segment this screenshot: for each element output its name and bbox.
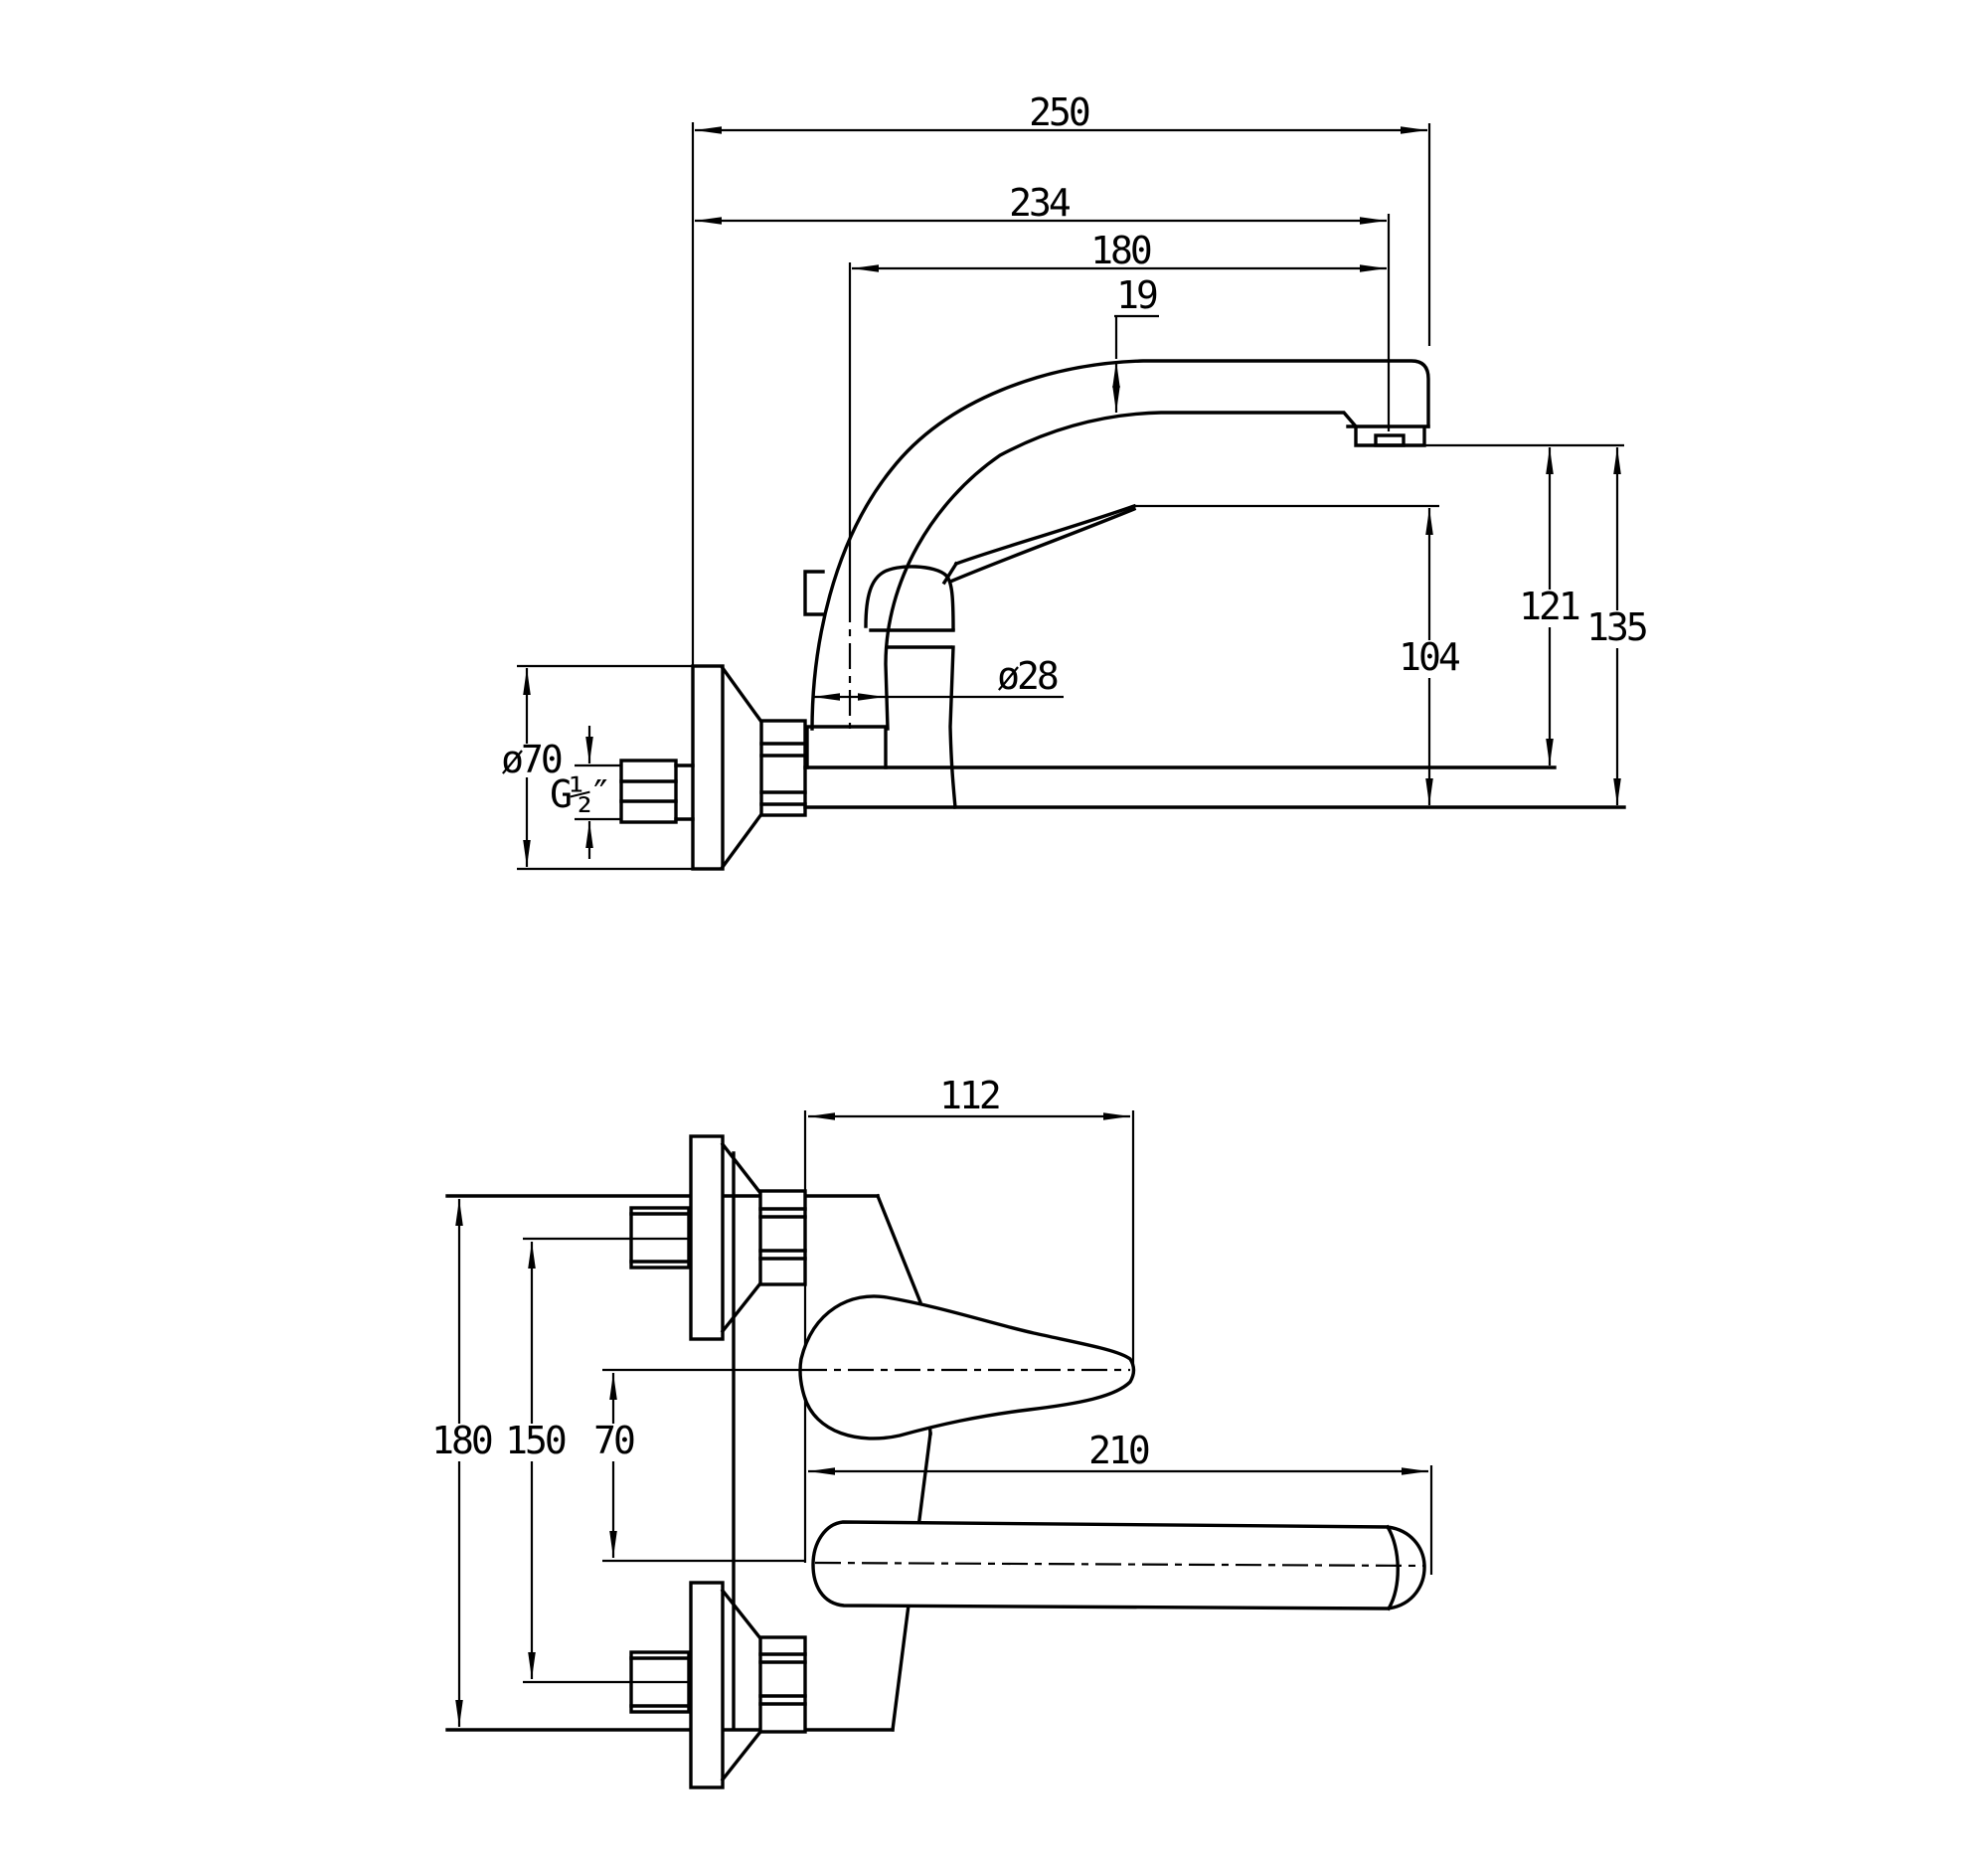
dim-234: 234 — [695, 181, 1387, 225]
dim-dia70: ø70 — [492, 664, 723, 871]
spout-centerline-plan — [814, 1561, 1425, 1568]
upper-escutcheon-cone — [720, 1141, 763, 1334]
dim-150: 150 — [498, 1242, 572, 1679]
dim-210: 210 — [808, 1429, 1428, 1475]
dim-121-label: 121 — [1519, 585, 1579, 628]
dim-135-label: 135 — [1586, 605, 1646, 649]
dim-180-plan: 180 — [424, 1199, 498, 1727]
lower-escutcheon-plate — [689, 1581, 725, 1789]
riser-base-side — [805, 725, 888, 769]
dim-150-label: 150 — [505, 1419, 566, 1462]
upper-ribbed-nipple — [758, 1189, 807, 1286]
dim-135: 135 — [1579, 447, 1653, 805]
handle-blade-top — [953, 503, 1137, 567]
upper-escutcheon-plate — [689, 1134, 725, 1341]
spout-end-cap-arc — [1385, 1524, 1400, 1611]
dim-dia28-label: ø28 — [997, 654, 1058, 698]
thread-shank-side — [674, 763, 695, 821]
side-view: 250 234 180 19 ø28 ø70 — [492, 90, 1653, 871]
escutcheon-cone-side — [720, 665, 764, 870]
plan-view: 112 210 180 150 70 — [424, 1074, 1433, 1789]
hex-nut-side — [619, 759, 678, 824]
handle-blade-bottom — [947, 506, 1137, 585]
lower-escutcheon-cone — [720, 1588, 763, 1782]
spout-inner-curve — [884, 411, 1359, 731]
dim-250: 250 — [695, 90, 1427, 134]
cartridge-dome — [864, 565, 955, 631]
dim-19-label: 19 — [1116, 273, 1157, 317]
dim-112: 112 — [808, 1074, 1130, 1120]
dim-210-label: 210 — [1088, 1429, 1149, 1472]
dim-thread: G½″ — [550, 726, 621, 859]
dim-dia70-label: ø70 — [501, 738, 562, 781]
dim-dia28: ø28 — [813, 654, 1064, 701]
lower-hex-nut-facets — [629, 1656, 691, 1708]
nipple-ribs-side — [759, 742, 807, 806]
dim-112-label: 112 — [939, 1074, 999, 1117]
escutcheon-plate-side — [691, 664, 725, 871]
spout-outer-curve — [810, 359, 1430, 731]
spout-stop-tab — [803, 570, 825, 616]
upper-nipple-ribs — [758, 1207, 807, 1261]
dim-234-label: 234 — [1009, 181, 1071, 225]
dim-104-label: 104 — [1399, 635, 1460, 679]
body-right-edge-side — [948, 645, 957, 809]
dim-180-side: 180 — [852, 229, 1387, 272]
hex-nut-facets-side — [619, 779, 678, 803]
dim-19: 19 — [1112, 273, 1160, 413]
dim-104: 104 — [1392, 508, 1465, 805]
cartridge-cap-rings — [869, 628, 955, 649]
handle-front-edge — [941, 561, 959, 586]
dim-70-label: 70 — [593, 1419, 634, 1462]
aerator — [1374, 433, 1406, 447]
ribbed-nipple-side — [759, 719, 807, 817]
dim-180-side-label: 180 — [1090, 229, 1151, 272]
dim-250-label: 250 — [1029, 90, 1089, 134]
supply-tube-side — [803, 765, 1626, 809]
dim-thread-label: G½″ — [550, 772, 609, 816]
dim-180-plan-label: 180 — [431, 1419, 492, 1462]
lower-nipple-ribs — [758, 1652, 807, 1706]
lower-ribbed-nipple — [758, 1635, 807, 1734]
handle-knob-plan — [798, 1294, 1136, 1440]
upper-hex-nut-facets — [629, 1212, 691, 1264]
dim-121: 121 — [1512, 447, 1585, 765]
dim-70: 70 — [588, 1373, 640, 1558]
